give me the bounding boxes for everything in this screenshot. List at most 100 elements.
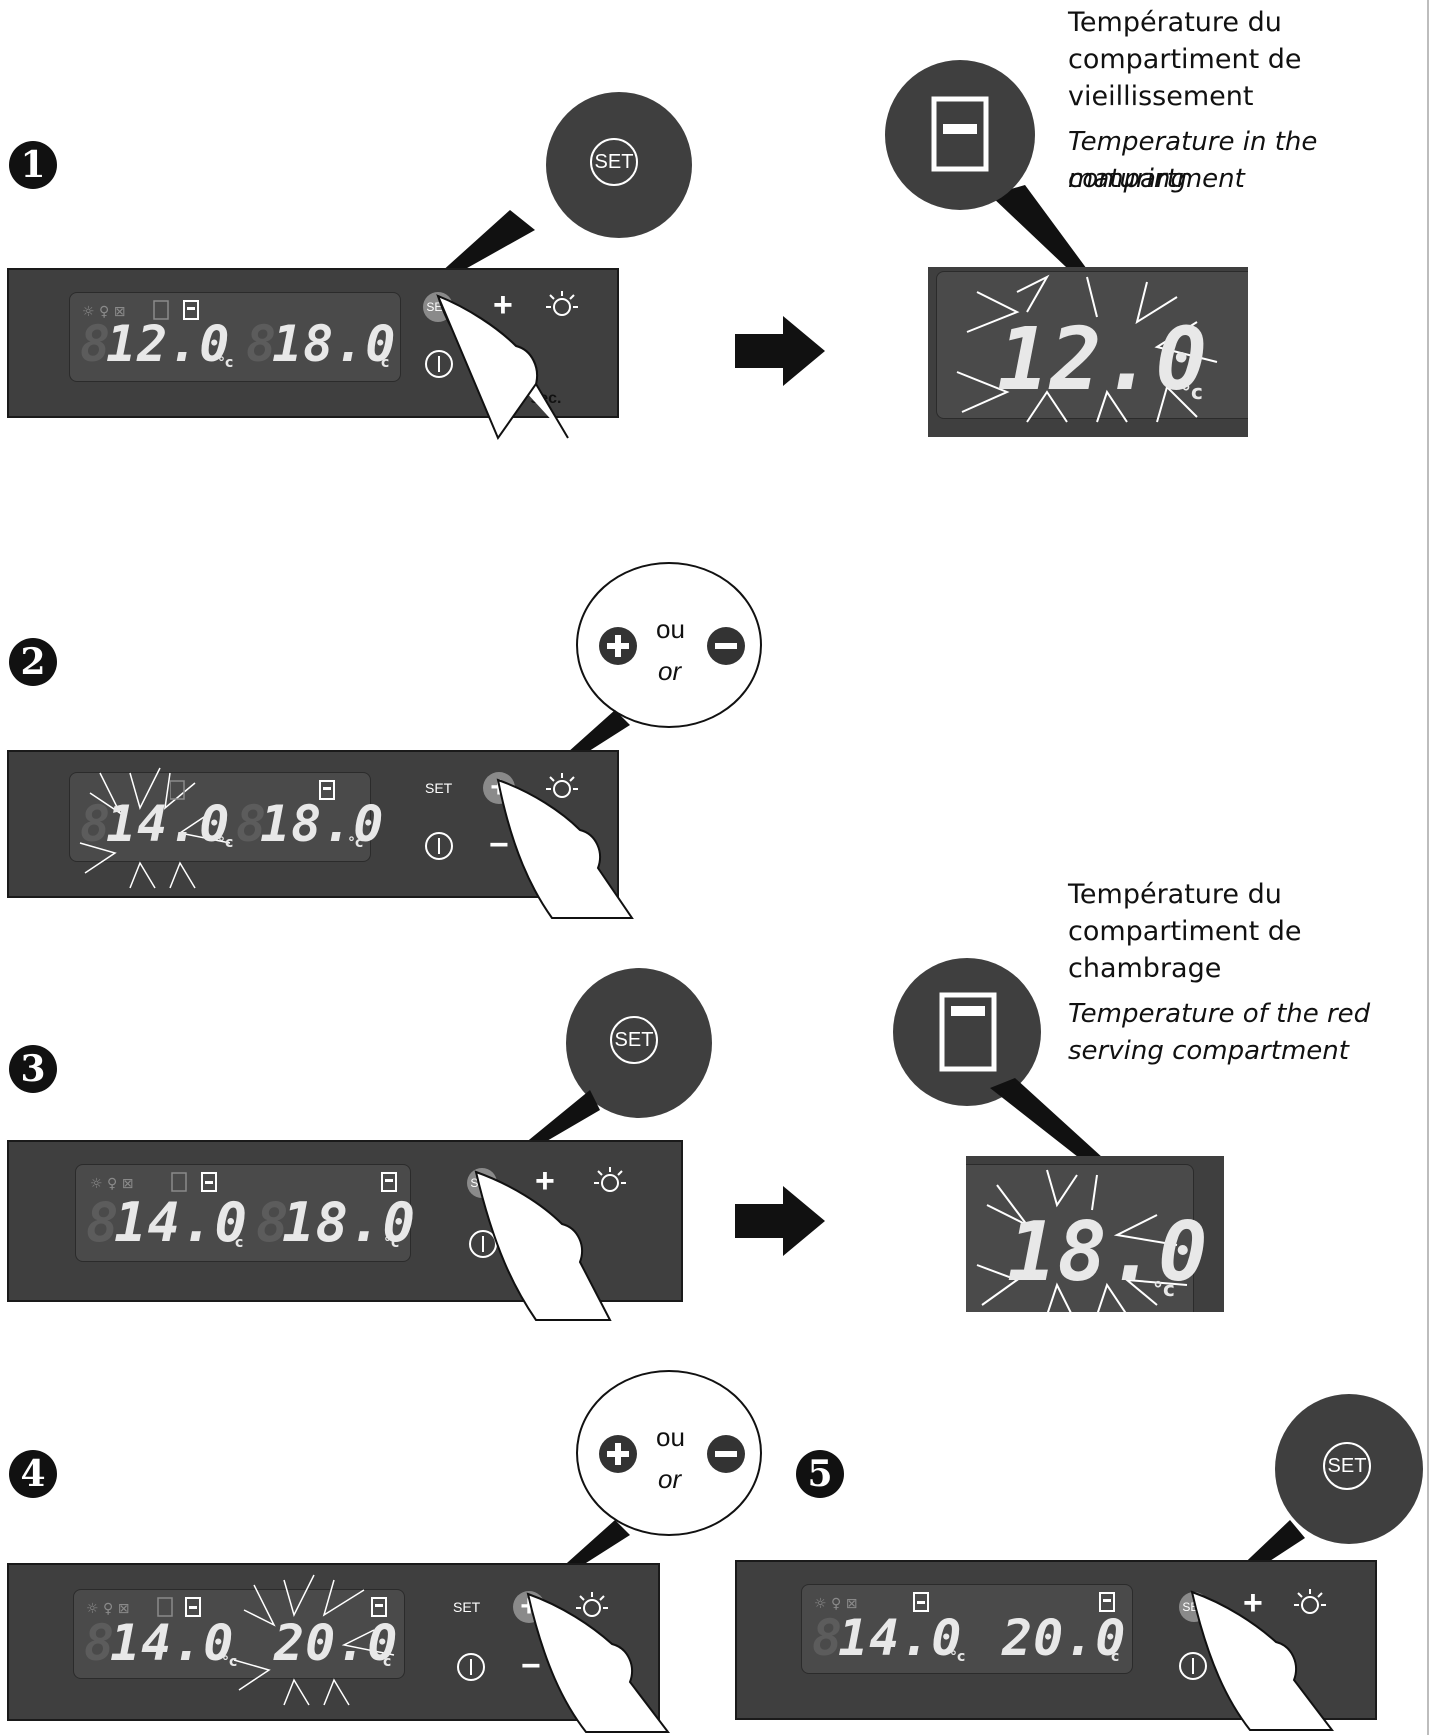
callout-set-zoom-1: SET [546,92,692,238]
display-step2: 8 14.0 °c 8 18.0 °c [69,767,383,889]
seg-ghost-right: 8 [246,315,278,373]
power-button-2[interactable] [425,832,453,860]
left-temperature-3: 14.0 [114,1191,249,1254]
display-step1: ☼ ♀ ⊠ 8 12.0 °c 8 18.0 °c [69,292,401,382]
power-button[interactable] [425,350,453,378]
right-unit-5: °c [1104,1649,1120,1665]
right-temperature-5: 20.0 [1002,1609,1127,1667]
step-badge-3: 3 [9,1045,57,1093]
callout-or-2: or [658,656,682,686]
zoom-display-inner-1: 12.0 °c [936,271,1248,423]
zoom-display-step3: 18.0 °c [966,1156,1224,1312]
label-serving-fr-3: chambrage [1068,953,1222,984]
label-serving-fr-1: Température du [1068,879,1282,910]
light-icon[interactable] [545,290,579,324]
set-button-zoom-3: SET [610,1016,658,1064]
label-maturing-en-1: Temperature in the maturing [1068,127,1318,194]
right-unit-4: °c [376,1654,392,1670]
minus-button-2[interactable]: − [489,826,509,864]
status-icons-2 [170,780,335,800]
set-button-zoom: SET [590,138,638,186]
zoom-unit-1: °c [1181,380,1203,404]
right-unit-2: °c [348,835,364,851]
plus-button-5[interactable]: + [1243,1584,1263,1622]
plus-button[interactable]: + [493,286,513,324]
step-badge-5: 5 [796,1450,844,1498]
zoom-unit-3: °c [1153,1277,1175,1301]
left-temperature-4: 14.0 [110,1614,235,1672]
step-badge-2: 2 [9,638,57,686]
light-icon-3[interactable] [593,1166,627,1200]
hand-pointer-step5 [1190,1590,1335,1731]
minus-circle-icon [707,627,745,665]
left-temperature-2: 14.0 [106,795,231,853]
seg-ghost-left-4: 8 [84,1614,116,1672]
step-badge-1: 1 [9,141,57,189]
hand-pointer-step1 [436,294,569,441]
minus-button-4[interactable]: − [521,1647,541,1685]
display-step4: ☼ ♀ ⊠ 8 14.0 °c 20.0 °c [73,1574,405,1706]
left-temperature-5: 14.0 [838,1609,963,1667]
control-panel-step4: ☼ ♀ ⊠ 8 14.0 °c 20.0 °c SET + − [7,1563,660,1721]
status-icons: ☼ ♀ ⊠ [82,300,199,320]
label-maturing-fr-1: Température du [1068,7,1282,38]
status-icons-5: ☼ ♀ ⊠ [814,1592,1115,1612]
right-unit: °c [374,355,390,371]
hand-pointer-step4 [526,1592,671,1733]
flash-rays-2 [79,767,231,889]
display-step3: ☼ ♀ ⊠ 8 14.0 °c 8 18.0 °c [75,1164,415,1262]
zoom-display-step1: 12.0 °c [928,267,1248,437]
light-icon-4[interactable] [575,1591,609,1625]
status-icons-4: ☼ ♀ ⊠ [86,1597,387,1617]
set-button-2[interactable]: SET [425,780,453,796]
seg-ghost-left: 8 [80,315,112,373]
status-icons-3: ☼ ♀ ⊠ [90,1172,397,1192]
flash-rays-1 [956,274,1218,423]
label-serving-fr-2: compartiment de [1068,916,1302,947]
left-unit-4: °c [222,1654,238,1670]
arrow-right-step3 [735,1186,825,1256]
callout-or-4: or [658,1464,682,1494]
label-maturing-fr-2: compartiment de [1068,44,1302,75]
zoom-temperature-1: 12.0 [997,310,1209,410]
plus-circle-icon-4 [599,1435,637,1473]
right-temperature-4: 20.0 [274,1614,399,1672]
right-unit-3: °c [384,1235,400,1251]
left-unit-5: °c [950,1649,966,1665]
flash-rays-4 [233,1574,395,1706]
light-icon-5[interactable] [1293,1588,1327,1622]
callout-set-zoom-3: SET [566,968,712,1118]
light-icon-2[interactable] [545,772,579,806]
power-button-5[interactable] [1179,1652,1207,1680]
right-temperature: 18.0 [272,315,397,373]
callout-pointer-zoom1 [990,185,1095,285]
arrow-right-step1 [735,316,825,386]
callout-plus-minus-2: ou or [576,562,762,728]
hand-pointer-step2 [496,778,634,919]
label-maturing-en-2: compartment [1068,164,1245,194]
seg-ghost-left-5: 8 [812,1609,844,1667]
set-button-4[interactable]: SET [453,1599,481,1615]
seg-ghost-right-2: 8 [236,795,268,853]
callout-plus-minus-4: ou or [576,1370,762,1536]
label-serving-en-1: Temperature of the red [1068,999,1371,1029]
left-unit-2: °c [218,835,234,851]
svg-text:☼ ♀ ⊠: ☼ ♀ ⊠ [82,304,125,320]
power-button-4[interactable] [457,1653,485,1681]
label-serving-en-2: serving compartment [1068,1036,1349,1066]
hand-pointer-step3 [474,1170,612,1321]
minus-circle-icon-4 [707,1435,745,1473]
right-temperature-2: 18.0 [260,795,385,853]
display-step5: ☼ ♀ ⊠ 8 14.0 °c 20.0 °c [801,1584,1133,1674]
svg-text:☼ ♀ ⊠: ☼ ♀ ⊠ [86,1601,129,1617]
zoom-temperature-3: 18.0 [1007,1205,1209,1300]
serving-compartment-icon [939,992,997,1072]
callout-compartment-zoom1 [885,60,1035,210]
seg-ghost-right-3: 8 [256,1191,290,1254]
left-temperature: 12.0 [106,315,231,373]
svg-text:☼ ♀ ⊠: ☼ ♀ ⊠ [90,1176,133,1192]
power-button-3[interactable] [469,1230,497,1258]
callout-ou-4: ou [656,1422,685,1452]
set-button-zoom-5: SET [1323,1442,1371,1490]
plus-button-3[interactable]: + [535,1162,555,1200]
